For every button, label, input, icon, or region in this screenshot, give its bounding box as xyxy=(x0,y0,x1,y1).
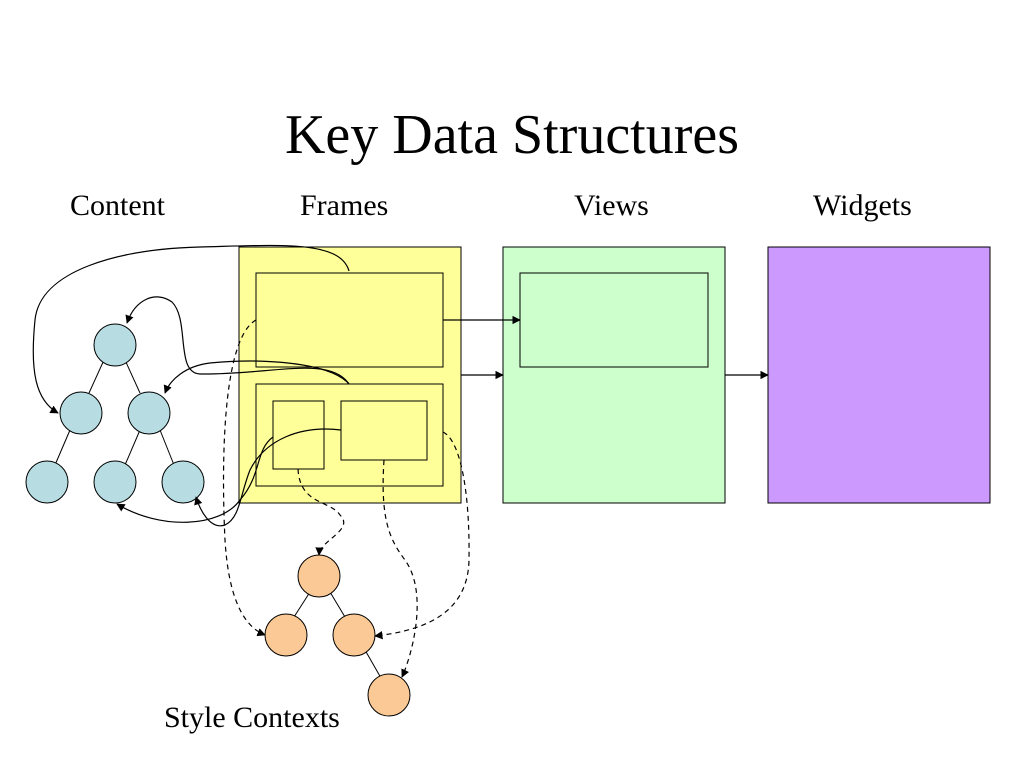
views-box xyxy=(502,246,726,504)
frame-bottom xyxy=(255,383,444,487)
content-node xyxy=(93,460,137,504)
style-contexts-label: Style Contexts xyxy=(164,701,340,734)
style-context-node xyxy=(297,554,341,598)
content-node xyxy=(161,460,205,504)
frames-column-label: Frames xyxy=(300,189,389,222)
content-node xyxy=(59,391,103,435)
content-node xyxy=(127,391,171,435)
views-column-label: Views xyxy=(574,189,649,222)
style-context-node xyxy=(367,673,411,717)
content-column-label: Content xyxy=(70,189,165,222)
content-tree-edges xyxy=(54,359,175,466)
content-node xyxy=(93,323,137,367)
slide-title: Key Data Structures xyxy=(284,104,740,166)
frames-box xyxy=(238,246,462,504)
widgets-box xyxy=(767,246,991,504)
style-context-node xyxy=(264,613,308,657)
frame-to-content-arrows xyxy=(32,244,350,527)
widgets-column-label: Widgets xyxy=(813,189,912,222)
style-tree-edges xyxy=(293,591,382,679)
frame-to-style-arrows xyxy=(222,319,470,678)
content-node xyxy=(25,460,69,504)
style-context-node xyxy=(332,613,376,657)
